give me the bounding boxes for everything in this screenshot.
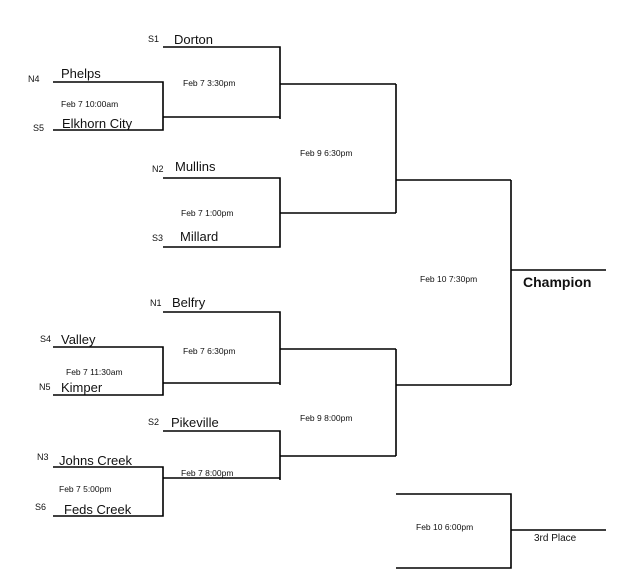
game-time: Feb 7 10:00am — [61, 99, 119, 109]
bracket-line — [53, 81, 164, 131]
team-name: Belfry — [172, 295, 206, 310]
team-name: Phelps — [61, 66, 101, 81]
team-name: Pikeville — [171, 415, 219, 430]
seed-label: S6 — [35, 502, 47, 512]
team-name: Kimper — [61, 380, 103, 395]
game-time: Feb 7 5:00pm — [59, 484, 112, 494]
seed-label: S2 — [148, 417, 160, 427]
team-name: Dorton — [174, 32, 214, 47]
team-name: Millard — [180, 229, 219, 244]
game-time: Feb 7 11:30am — [66, 367, 123, 377]
game-time: Feb 7 1:00pm — [181, 208, 234, 218]
team-name: Mullins — [175, 159, 216, 174]
seed-label: S5 — [33, 123, 45, 133]
seed-label: S4 — [40, 334, 52, 344]
seed-label: N4 — [28, 74, 40, 84]
seed-label: N5 — [39, 382, 51, 392]
team-name: Elkhorn City — [62, 116, 133, 131]
bracket-line — [163, 430, 281, 480]
seed-label: S1 — [148, 34, 160, 44]
bracket-line — [163, 46, 281, 119]
game-time: Feb 10 7:30pm — [420, 274, 478, 284]
bracket-line — [53, 466, 164, 517]
game-time: Feb 7 8:00pm — [181, 468, 234, 478]
bracket-line — [53, 346, 164, 396]
champion-label: Champion — [523, 274, 592, 290]
game-time: Feb 10 6:00pm — [416, 522, 474, 532]
team-name: Feds Creek — [64, 502, 132, 517]
game-time: Feb 7 3:30pm — [183, 78, 236, 88]
team-name: Valley — [61, 332, 96, 347]
seed-label: N1 — [150, 298, 162, 308]
team-name: Johns Creek — [59, 453, 132, 468]
game-time: Feb 9 6:30pm — [300, 148, 353, 158]
seed-label: S3 — [152, 233, 164, 243]
seed-label: N2 — [152, 164, 164, 174]
bracket-line — [396, 493, 512, 569]
bracket-line — [163, 311, 281, 385]
game-time: Feb 7 6:30pm — [183, 346, 236, 356]
third-place-label: 3rd Place — [534, 533, 577, 544]
game-time: Feb 9 8:00pm — [300, 413, 353, 423]
seed-label: N3 — [37, 452, 49, 462]
